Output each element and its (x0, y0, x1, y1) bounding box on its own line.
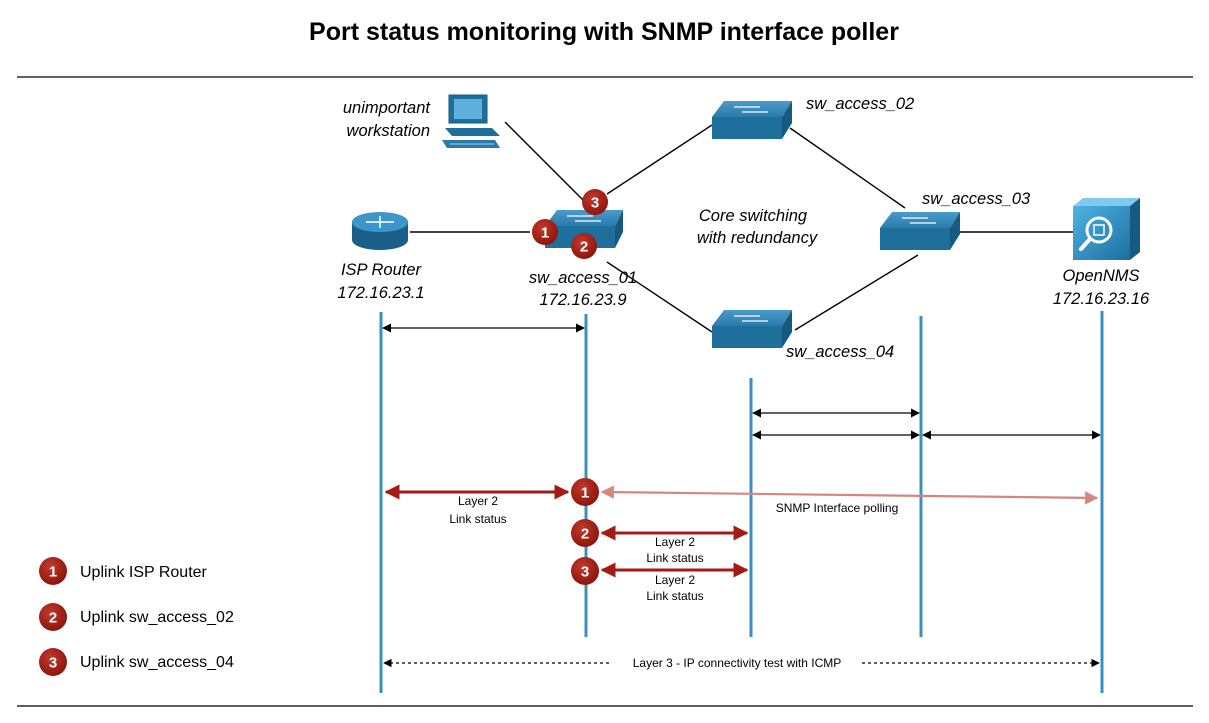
sw01-ip: 172.16.23.9 (539, 291, 626, 309)
svg-text:2: 2 (49, 610, 57, 627)
router-icon (352, 212, 408, 250)
flow-badge-1: 1 (571, 478, 599, 506)
legend: 1 Uplink ISP Router 2 Uplink sw_access_0… (39, 557, 234, 676)
legend-item-1: 1 Uplink ISP Router (39, 557, 208, 585)
l2-isp-label-line2: Link status (449, 512, 506, 526)
workstation-icon (442, 94, 500, 148)
l2-isp-label-line1: Layer 2 (458, 494, 498, 508)
flow-badge-3: 3 (571, 557, 599, 585)
l2-sw04-label-line2: Link status (646, 589, 703, 603)
topology-badge-3: 3 (582, 189, 608, 215)
link-sw01-sw04 (606, 261, 713, 333)
sw01-name: sw_access_01 (529, 269, 637, 287)
l2-sw04-label-line1: Layer 2 (655, 573, 695, 587)
sw04-icon (712, 310, 792, 348)
legend-label-2: Uplink sw_access_02 (80, 609, 234, 626)
link-sw02-sw03 (789, 127, 906, 209)
isp-router-name: ISP Router (341, 261, 423, 279)
svg-text:3: 3 (591, 195, 599, 212)
icmp-label: Layer 3 - IP connectivity test with ICMP (633, 656, 842, 670)
legend-label-3: Uplink sw_access_04 (80, 654, 234, 671)
svg-text:1: 1 (541, 225, 549, 242)
page-title: Port status monitoring with SNMP interfa… (309, 18, 899, 46)
isp-router-ip: 172.16.23.1 (337, 284, 424, 302)
sw02-icon (712, 101, 792, 139)
svg-text:1: 1 (581, 485, 589, 502)
sw04-name: sw_access_04 (786, 343, 894, 361)
sw03-name: sw_access_03 (922, 190, 1031, 208)
svg-text:1: 1 (49, 564, 57, 581)
svg-text:3: 3 (581, 564, 589, 581)
snmp-polling-arrow (600, 485, 1099, 505)
snmp-polling-label: SNMP Interface polling (776, 501, 899, 515)
legend-item-3: 3 Uplink sw_access_04 (39, 648, 234, 676)
opennms-ip: 172.16.23.16 (1053, 290, 1150, 308)
svg-text:2: 2 (580, 239, 588, 256)
legend-item-2: 2 Uplink sw_access_02 (39, 603, 234, 631)
link-workstation-sw01 (504, 121, 584, 201)
link-sw01-sw02 (606, 124, 713, 195)
svg-text:2: 2 (581, 526, 589, 543)
core-label-line1: Core switching (699, 207, 808, 225)
flow-badge-2: 2 (571, 519, 599, 547)
topology-badge-1: 1 (532, 219, 558, 245)
svg-text:3: 3 (49, 655, 57, 672)
sw03-icon (880, 212, 960, 250)
sw02-name: sw_access_02 (806, 95, 914, 113)
workstation-label-line2: workstation (347, 122, 430, 140)
opennms-name: OpenNMS (1062, 267, 1139, 285)
workstation-label-line1: unimportant (343, 99, 432, 117)
l2-sw02-label-line2: Link status (646, 551, 703, 565)
l2-sw02-label-line1: Layer 2 (655, 535, 695, 549)
core-label-line2: with redundancy (697, 229, 819, 247)
topology-badge-2: 2 (571, 233, 597, 259)
link-sw04-sw03 (794, 254, 919, 331)
opennms-icon (1073, 198, 1140, 260)
legend-label-1: Uplink ISP Router (80, 564, 208, 581)
